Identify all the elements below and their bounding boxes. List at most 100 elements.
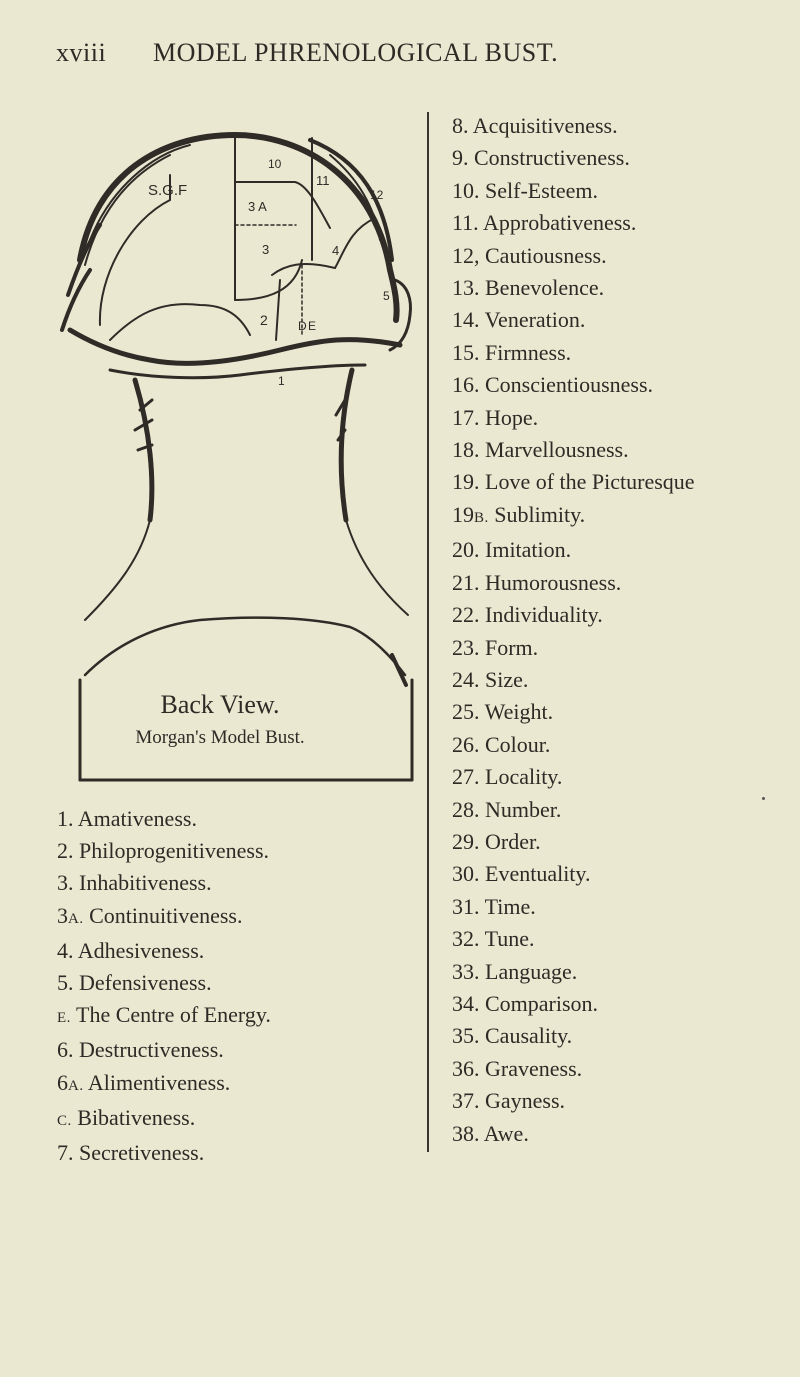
item-number-digits: 22. <box>452 602 480 628</box>
item-number-digits: 13. <box>452 275 480 301</box>
item-text: Causality. <box>485 1023 573 1049</box>
faculty-list-right: 8. Acquisitiveness.9. Constructiveness.1… <box>452 110 695 1150</box>
item-number-digits: 4. <box>57 937 74 963</box>
item-number-digits: 14. <box>452 307 480 333</box>
item-number-letter: E. <box>57 1010 71 1027</box>
item-number: 5. <box>57 967 74 999</box>
list-item: 21. Humorousness. <box>452 567 695 599</box>
list-item: 11. Approbativeness. <box>452 207 695 239</box>
list-item: 2. Philoprogenitiveness. <box>57 835 271 867</box>
item-number: 2. <box>57 835 74 867</box>
item-number-digits: 38. <box>452 1120 480 1146</box>
item-number: 27. <box>452 761 480 793</box>
item-text: Alimentiveness. <box>87 1069 231 1095</box>
list-item: 28. Number. <box>452 794 695 826</box>
list-item: 30. Eventuality. <box>452 858 695 890</box>
item-text: Size. <box>485 666 529 692</box>
item-text: Graveness. <box>485 1055 583 1081</box>
list-item: 10. Self-Esteem. <box>452 175 695 207</box>
item-number-digits: 35. <box>452 1023 480 1049</box>
list-item: E. The Centre of Energy. <box>57 999 271 1034</box>
list-item: C. Bibativeness. <box>57 1102 271 1137</box>
label-11: 11 <box>316 173 330 188</box>
list-item: 25. Weight. <box>452 696 695 728</box>
list-item: 37. Gayness. <box>452 1085 695 1117</box>
item-number-digits: 6. <box>57 1037 74 1063</box>
page-number: xviii <box>56 38 107 67</box>
item-number: 19B. <box>452 499 489 534</box>
page-title: MODEL PHRENOLOGICAL BUST. <box>153 38 559 67</box>
item-text: Veneration. <box>484 307 586 333</box>
item-number: 28. <box>452 794 480 826</box>
item-number: 15. <box>452 337 480 369</box>
list-item: 9. Constructiveness. <box>452 142 695 174</box>
item-number: 22. <box>452 599 480 631</box>
item-number-digits: 12, <box>452 242 480 268</box>
item-number-digits: 8. <box>452 113 469 138</box>
label-2: 2 <box>260 312 268 328</box>
list-item: 19. Love of the Picturesque <box>452 466 695 498</box>
item-text: Weight. <box>484 699 554 725</box>
item-text: Love of the Picturesque <box>485 469 695 495</box>
item-text: Bibativeness. <box>77 1104 196 1130</box>
item-text: Marvellousness. <box>485 437 629 463</box>
item-text: Imitation. <box>485 537 572 563</box>
item-number-letter: A. <box>68 1077 84 1094</box>
item-number: 37. <box>452 1085 480 1117</box>
print-speck <box>762 797 765 800</box>
list-item: 6. Destructiveness. <box>57 1034 271 1066</box>
list-item: 15. Firmness. <box>452 337 695 369</box>
item-number-digits: 15. <box>452 339 480 365</box>
item-number: 7. <box>57 1137 74 1169</box>
item-text: Approbativeness. <box>482 210 637 236</box>
item-text: Colour. <box>485 731 551 757</box>
item-number: 30. <box>452 858 480 890</box>
item-number-digits: 3 <box>57 902 68 928</box>
item-number: 4. <box>57 935 74 967</box>
list-item: 1. Amativeness. <box>57 803 271 835</box>
item-number-digits: 34. <box>452 990 480 1016</box>
item-text: Tune. <box>484 926 535 952</box>
item-number: 26. <box>452 729 480 761</box>
label-12: 12 <box>370 188 384 202</box>
item-number-digits: 23. <box>452 634 480 660</box>
item-number-digits: 17. <box>452 404 480 430</box>
list-item: 17. Hope. <box>452 402 695 434</box>
item-text: Number. <box>485 796 562 822</box>
list-item: 29. Order. <box>452 826 695 858</box>
item-text: Philoprogenitiveness. <box>79 838 270 864</box>
figure-subcaption: Morgan's Model Bust. <box>135 727 305 748</box>
item-number: 9. <box>452 142 469 174</box>
list-item: 24. Size. <box>452 664 695 696</box>
item-number: 19. <box>452 466 480 498</box>
item-text: Continuitiveness. <box>89 902 243 928</box>
item-number: 13. <box>452 272 480 304</box>
item-number: 21. <box>452 567 480 599</box>
item-number: 17. <box>452 402 480 434</box>
list-item: 32. Tune. <box>452 923 695 955</box>
item-number-digits: 1. <box>57 806 74 831</box>
item-text: Gayness. <box>485 1088 566 1114</box>
label-d: D <box>298 319 307 333</box>
list-item: 3A. Continuitiveness. <box>57 900 271 935</box>
list-item: 36. Graveness. <box>452 1053 695 1085</box>
item-text: Cautiousness. <box>485 242 607 268</box>
list-item: 16. Conscientiousness. <box>452 369 695 401</box>
item-text: Sublimity. <box>494 501 586 527</box>
item-number-digits: 5. <box>57 970 74 996</box>
item-number: 34. <box>452 988 480 1020</box>
list-item: 6A. Alimentiveness. <box>57 1067 271 1102</box>
item-text: Language. <box>485 958 578 984</box>
item-text: Destructiveness. <box>79 1037 224 1063</box>
item-number: 10. <box>452 175 480 207</box>
item-text: Amativeness. <box>77 806 197 831</box>
item-number: 8. <box>452 110 469 142</box>
item-number-digits: 31. <box>452 893 480 919</box>
item-text: Eventuality. <box>485 861 591 887</box>
list-item: 22. Individuality. <box>452 599 695 631</box>
item-number-letter: C. <box>57 1112 72 1129</box>
item-number: 31. <box>452 891 480 923</box>
item-text: Self-Esteem. <box>485 177 599 203</box>
item-number: 6. <box>57 1034 74 1066</box>
item-text: Humorousness. <box>485 569 622 595</box>
